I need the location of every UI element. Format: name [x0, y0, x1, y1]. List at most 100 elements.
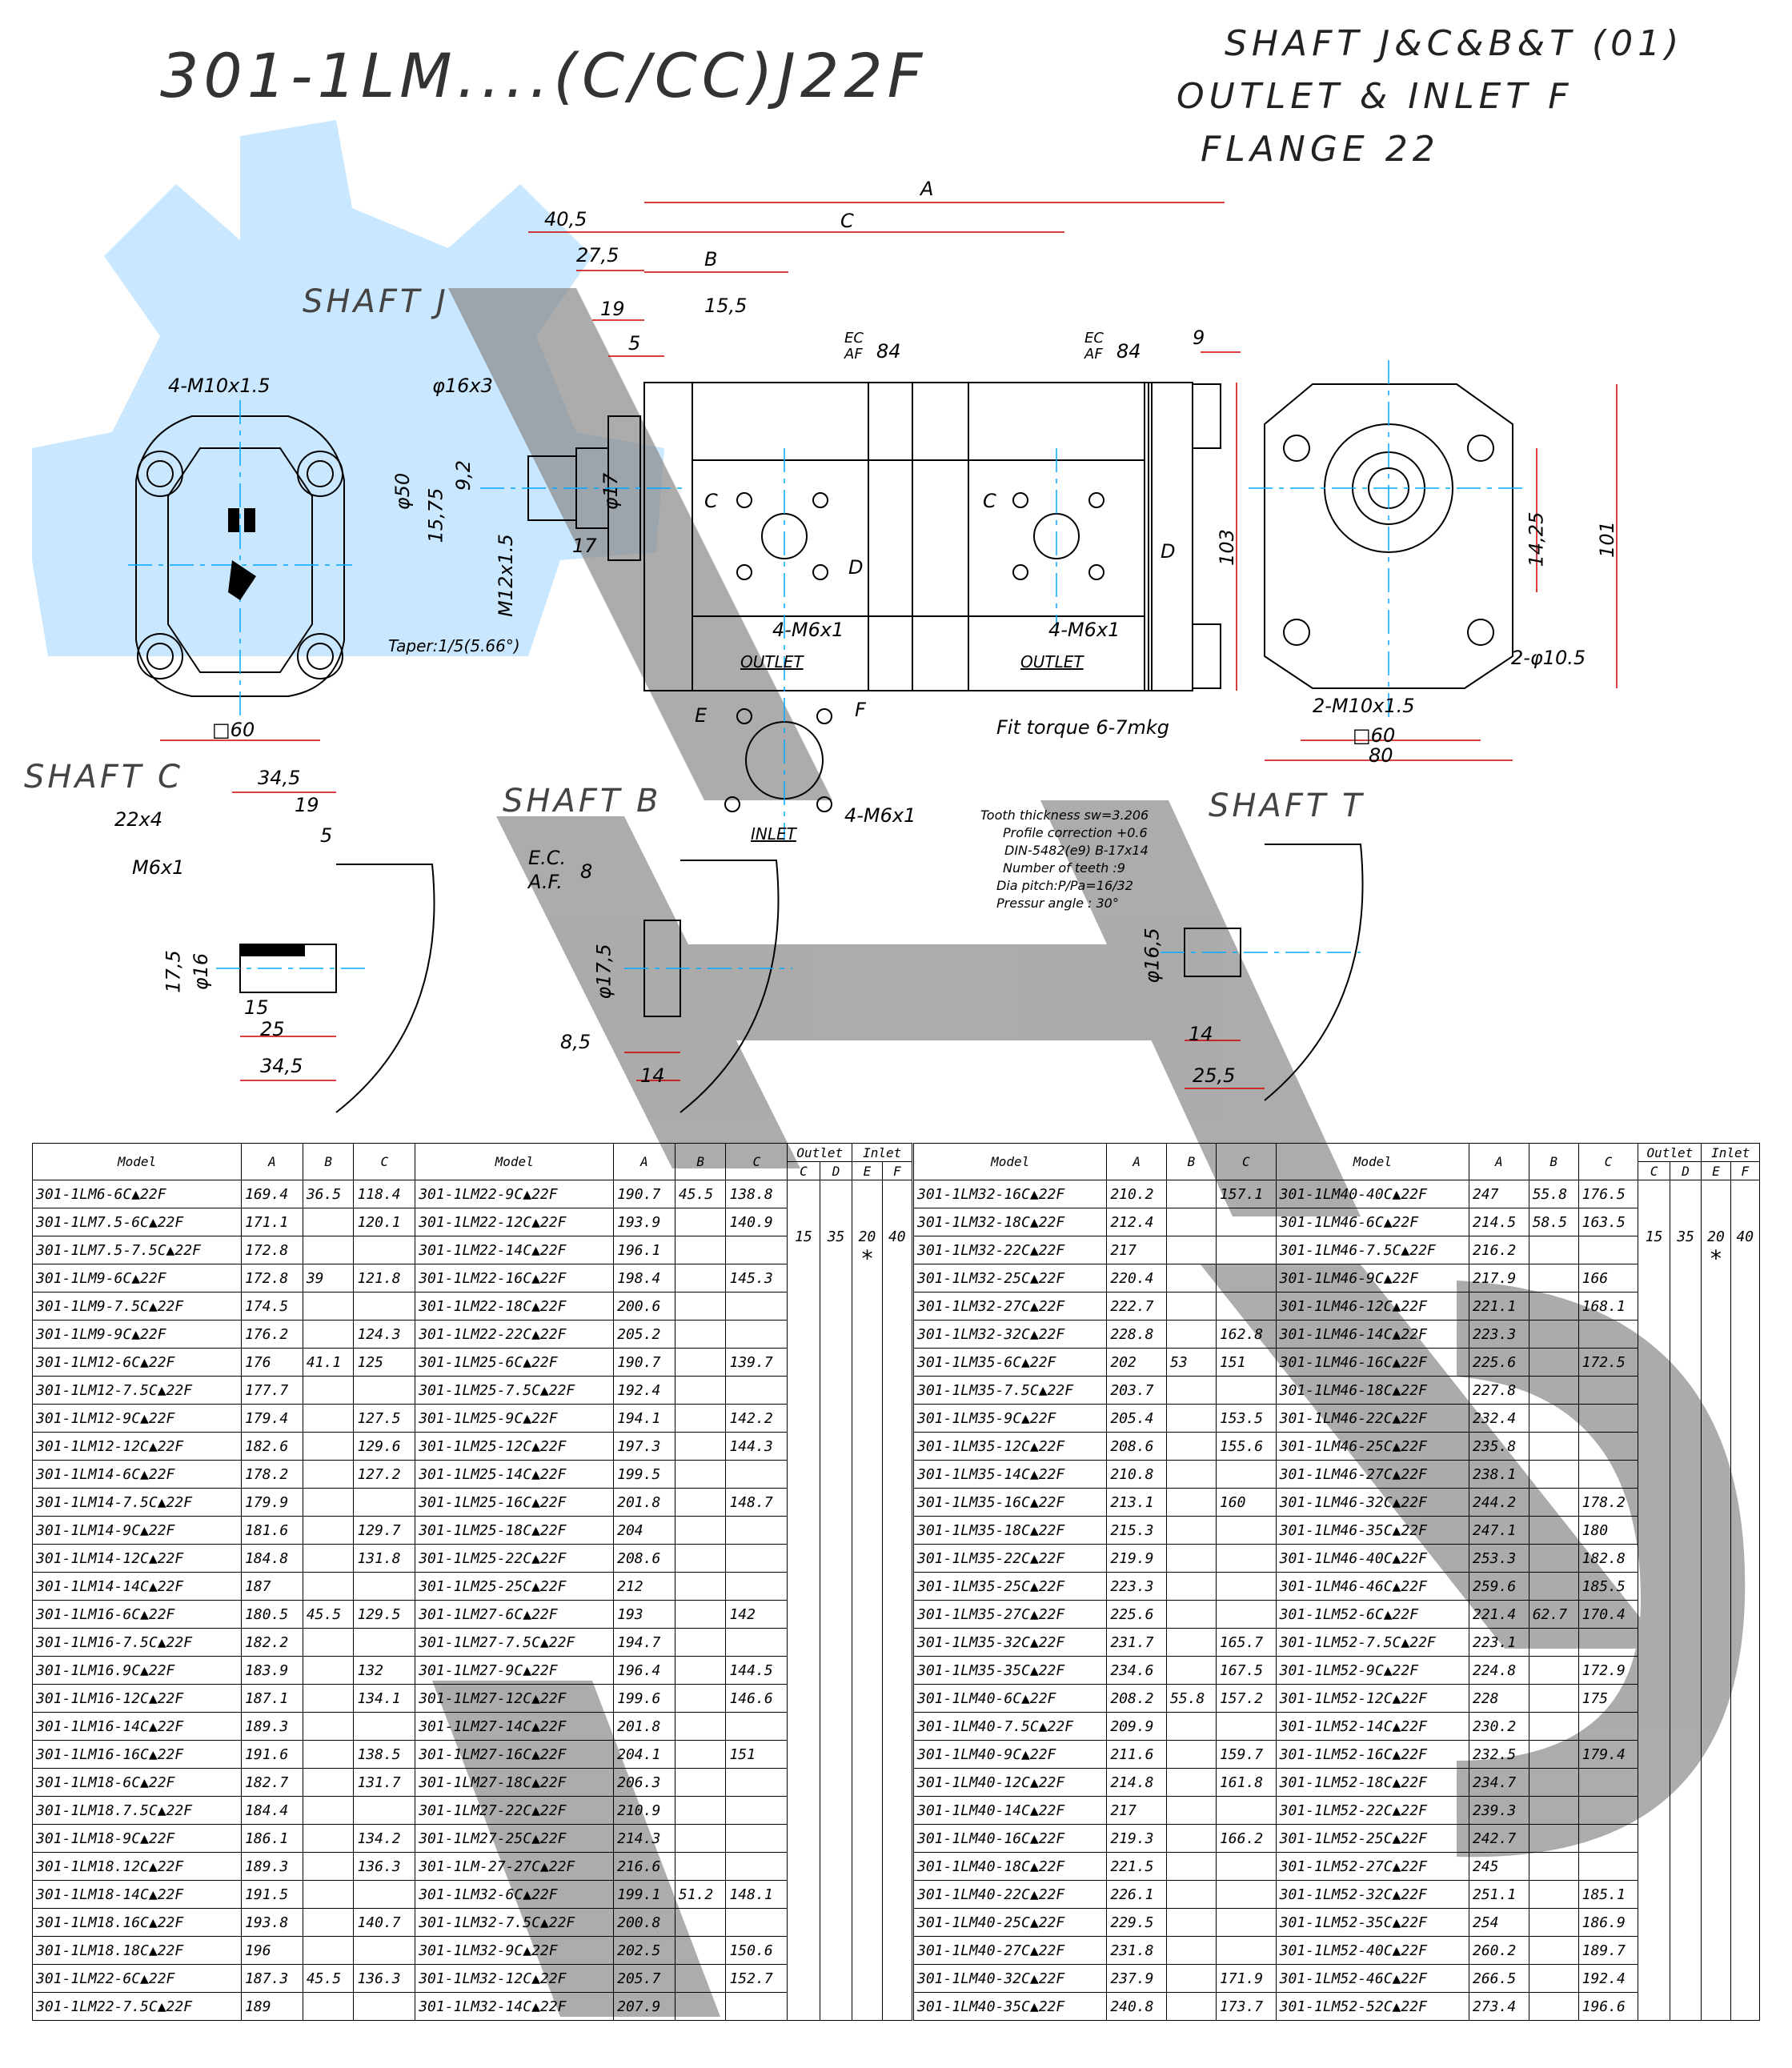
shaft-b-housing	[680, 860, 780, 1113]
value-cell: 182.7	[241, 1768, 303, 1797]
dim-101: 101	[1595, 521, 1618, 558]
model-cell: 301-1LM25-16C▲22F	[415, 1488, 615, 1517]
model-cell: 301-1LM40-27C▲22F	[912, 1936, 1108, 1965]
value-cell	[1166, 1572, 1217, 1601]
value-cell	[1166, 1740, 1217, 1769]
model-cell: 301-1LM14-12C▲22F	[31, 1544, 243, 1573]
col-model-4: Model	[1275, 1143, 1470, 1180]
value-cell: 180	[1578, 1516, 1639, 1545]
value-cell	[1166, 1656, 1217, 1685]
value-cell: 169.4	[241, 1180, 303, 1208]
model-cell: 301-1LM22-6C▲22F	[31, 1964, 243, 1993]
col-b-3: B	[1166, 1143, 1217, 1180]
value-cell: 213.1	[1106, 1488, 1168, 1517]
value-cell	[302, 1740, 355, 1769]
shaft-b-label: SHAFT B	[503, 783, 662, 820]
value-cell	[1166, 1404, 1217, 1433]
value-cell	[725, 1544, 788, 1573]
model-cell: 301-1LM16-16C▲22F	[31, 1740, 243, 1769]
model-cell: 301-1LM25-12C▲22F	[415, 1432, 615, 1461]
value-cell: 206.3	[613, 1768, 676, 1797]
value-cell	[1166, 1824, 1217, 1853]
value-cell	[1578, 1460, 1639, 1489]
value-cell: 227.8	[1469, 1376, 1529, 1405]
value-cell: 118.4	[353, 1180, 416, 1208]
value-cell	[1528, 1880, 1579, 1909]
model-cell: 301-1LM27-22C▲22F	[415, 1796, 615, 1825]
model-cell: 301-1LM22-9C▲22F	[415, 1180, 615, 1208]
value-cell: 238.1	[1469, 1460, 1529, 1489]
port-value: 15	[1645, 1228, 1663, 1245]
value-cell: 185.5	[1578, 1572, 1639, 1601]
value-cell	[674, 1320, 727, 1349]
port-note: *	[860, 1245, 874, 1272]
value-cell: 231.8	[1106, 1936, 1168, 1965]
value-cell	[302, 1908, 355, 1937]
value-cell	[1166, 1488, 1217, 1517]
spec-ports: OUTLET & INLET F	[1177, 76, 1574, 117]
dim-40-5: 40,5	[544, 208, 587, 230]
value-cell	[674, 1376, 727, 1405]
model-cell: 301-1LM16-12C▲22F	[31, 1684, 243, 1713]
value-cell: 181.6	[241, 1516, 303, 1545]
value-cell	[1528, 1712, 1579, 1741]
value-cell: 185.1	[1578, 1880, 1639, 1909]
value-cell	[302, 1488, 355, 1517]
value-cell: 127.2	[353, 1460, 416, 1489]
value-cell: 199.1	[613, 1880, 676, 1909]
port-cell: 20*	[852, 1180, 883, 2021]
value-cell	[302, 1460, 355, 1489]
model-cell: 301-1LM25-7.5C▲22F	[415, 1376, 615, 1405]
model-cell: 301-1LM40-25C▲22F	[912, 1908, 1108, 1937]
value-cell	[725, 1796, 788, 1825]
value-cell: 217.9	[1469, 1264, 1529, 1292]
value-cell	[1528, 1964, 1579, 1993]
dim-af: AF	[844, 346, 863, 363]
value-cell: 144.5	[725, 1656, 788, 1685]
value-cell	[1166, 1320, 1217, 1349]
dim-phi16: φ16	[190, 952, 213, 991]
value-cell	[1528, 1376, 1579, 1405]
dim-taper: Taper:1/5(5.66°)	[388, 636, 520, 655]
value-cell	[302, 1712, 355, 1741]
model-cell: 301-1LM25-25C▲22F	[415, 1572, 615, 1601]
tooth-thickness: Tooth thickness sw=3.206	[980, 808, 1149, 823]
value-cell	[302, 1824, 355, 1853]
model-cell: 301-1LM25-9C▲22F	[415, 1404, 615, 1433]
value-cell	[302, 1292, 355, 1321]
model-cell: 301-1LM35-18C▲22F	[912, 1516, 1108, 1545]
dim-19-c: 19	[295, 794, 319, 816]
value-cell	[1528, 1544, 1579, 1573]
value-cell: 217	[1106, 1796, 1168, 1825]
value-cell	[1215, 1544, 1277, 1573]
fit-torque: Fit torque 6-7mkg	[996, 716, 1170, 739]
model-cell: 301-1LM16-7.5C▲22F	[31, 1628, 243, 1657]
value-cell: 251.1	[1469, 1880, 1529, 1909]
value-cell: 198.4	[613, 1264, 676, 1292]
value-cell	[1215, 1880, 1277, 1909]
value-cell	[353, 1236, 416, 1264]
model-cell: 301-1LM46-40C▲22F	[1275, 1544, 1470, 1573]
model-cell: 301-1LM27-9C▲22F	[415, 1656, 615, 1685]
port-value: 20	[1707, 1228, 1725, 1245]
port-cell: 15	[1638, 1180, 1670, 2021]
model-cell: 301-1LM35-25C▲22F	[912, 1572, 1108, 1601]
value-cell: 191.6	[241, 1740, 303, 1769]
dim-34-5: 34,5	[258, 767, 301, 789]
value-cell: 140.9	[725, 1208, 788, 1236]
model-cell: 301-1LM40-6C▲22F	[912, 1684, 1108, 1713]
value-cell: 201.8	[613, 1488, 676, 1517]
model-cell: 301-1LM32-32C▲22F	[912, 1320, 1108, 1349]
value-cell: 131.8	[353, 1544, 416, 1573]
value-cell: 161.8	[1215, 1768, 1277, 1797]
model-cell: 301-1LM16-14C▲22F	[31, 1712, 243, 1741]
dim-phi16-5: φ16,5	[1141, 928, 1164, 984]
